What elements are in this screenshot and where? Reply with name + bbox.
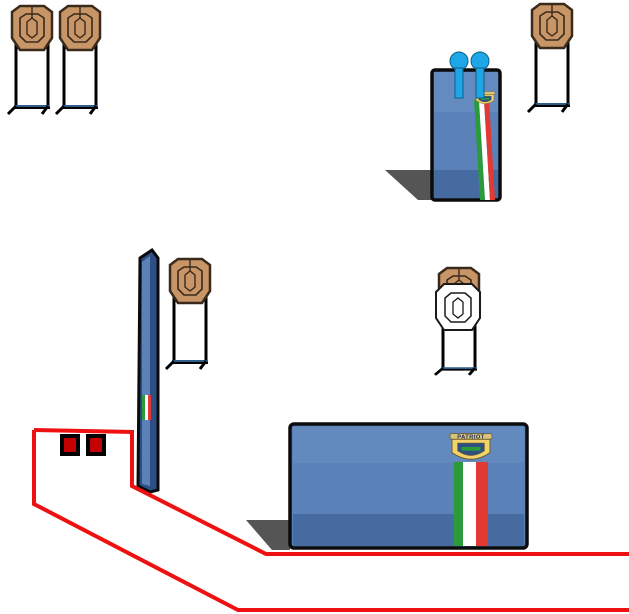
flag-stripe-wall bbox=[142, 395, 151, 420]
fault-line bbox=[32, 428, 629, 612]
emblem-lower: PATRIOT bbox=[449, 433, 493, 460]
barricade-lower-shadow bbox=[246, 520, 290, 550]
barricade-upper bbox=[385, 51, 502, 202]
pistol-icon bbox=[449, 51, 490, 99]
barricade-upper-shadow bbox=[385, 170, 432, 200]
target-top-right bbox=[526, 2, 574, 114]
barricade-lower: PATRIOT bbox=[246, 422, 529, 550]
barrel-icon bbox=[60, 434, 106, 456]
target-middle-left bbox=[164, 257, 212, 371]
flag-stripe-upper bbox=[474, 100, 495, 200]
wall-vertical bbox=[136, 247, 160, 494]
emblem-text: PATRIOT bbox=[457, 434, 484, 440]
target-top-left-1 bbox=[6, 4, 54, 116]
no-shoot-target bbox=[435, 283, 481, 331]
target-top-left-2 bbox=[54, 4, 102, 116]
flag-stripe-lower bbox=[454, 462, 488, 546]
target-with-no-shoot bbox=[433, 266, 481, 377]
